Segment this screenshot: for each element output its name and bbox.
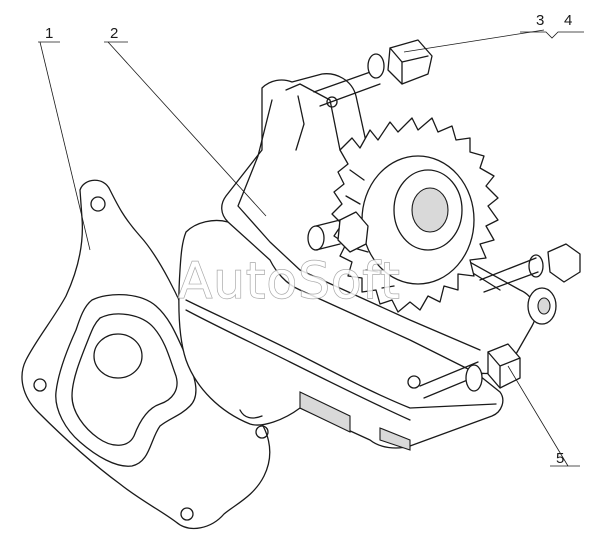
leader-lines bbox=[38, 29, 584, 467]
side-bolts bbox=[479, 243, 581, 325]
drive-gear bbox=[331, 117, 499, 313]
bolts-part-5 bbox=[407, 343, 521, 399]
gasket-part-1 bbox=[21, 179, 271, 530]
bolt-with-washer-part-3-4 bbox=[313, 39, 433, 107]
callout-5: 5 bbox=[556, 450, 564, 467]
callout-4: 4 bbox=[564, 12, 572, 29]
callout-2: 2 bbox=[110, 25, 118, 42]
callout-1: 1 bbox=[45, 25, 53, 42]
callout-3: 3 bbox=[536, 12, 544, 29]
watermark-text: AutoSoft bbox=[178, 252, 401, 310]
gear-face-bolt bbox=[307, 211, 369, 253]
